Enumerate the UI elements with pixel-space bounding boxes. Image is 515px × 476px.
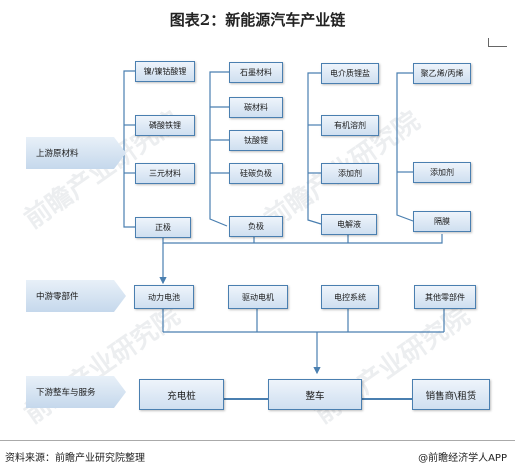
component-drive-motor: 驱动电机	[228, 285, 288, 309]
dealer-leasing: 销售商\租赁	[412, 379, 490, 410]
component-cathode: 正极	[135, 217, 191, 238]
material-carbon: 碳材料	[229, 97, 283, 118]
corner-mark	[488, 38, 507, 47]
material-additive-electrolyte: 添加剂	[321, 163, 379, 184]
vehicle: 整车	[268, 379, 362, 410]
component-electronic-control: 电控系统	[321, 285, 379, 309]
stage-upstream-label: 上游原材料	[26, 137, 126, 169]
material-ternary: 三元材料	[135, 163, 195, 184]
component-electrolyte: 电解液	[321, 214, 377, 235]
component-power-battery: 动力电池	[134, 285, 194, 309]
component-other-parts: 其他零部件	[414, 285, 476, 309]
material-additive-separator: 添加剂	[413, 162, 471, 183]
material-silicon-carbon: 硅碳负极	[229, 163, 283, 184]
charging-pile: 充电桩	[139, 379, 224, 410]
material-nickel-cobalt: 镍/镍钴酸锂	[135, 61, 195, 82]
component-anode: 负极	[229, 216, 283, 237]
stage-midstream-label: 中游零部件	[26, 280, 126, 312]
brand-credit: @前瞻经济学人APP	[418, 453, 507, 464]
footer-divider	[0, 440, 515, 441]
stage-downstream-label: 下游整车与服务	[26, 376, 126, 408]
material-graphite: 石墨材料	[229, 62, 283, 83]
material-lithium-salt: 电介质锂盐	[321, 63, 379, 84]
material-lfp: 磷酸铁锂	[135, 115, 195, 136]
material-polyethylene: 聚乙烯/丙烯	[413, 63, 471, 84]
component-separator: 隔膜	[413, 211, 471, 232]
chart-title: 图表2：新能源汽车产业链	[169, 11, 346, 29]
material-lto: 钛酸锂	[229, 130, 283, 151]
material-organic-solvent: 有机溶剂	[321, 115, 379, 136]
source-note: 资料来源：前瞻产业研究院整理	[5, 453, 145, 464]
